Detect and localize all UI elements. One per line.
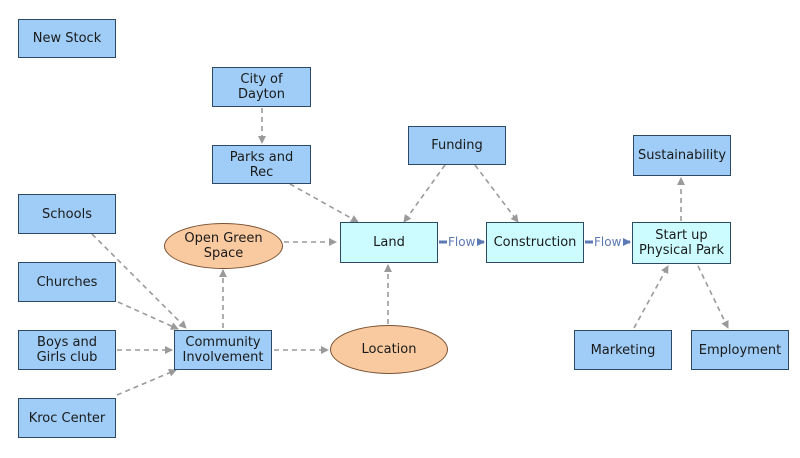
flow-label-construction-startup: Flow (594, 235, 622, 249)
node-churches[interactable]: Churches (18, 262, 116, 302)
node-new-stock[interactable]: New Stock (18, 19, 116, 58)
node-boys-and-girls-club[interactable]: Boys and Girls club (18, 330, 116, 370)
connector-funding-to-construction (474, 164, 519, 223)
node-start-up-physical-park[interactable]: Start up Physical Park (632, 222, 731, 264)
node-location[interactable]: Location (330, 325, 448, 374)
connector-funding-to-land (403, 164, 446, 223)
node-sustainability[interactable]: Sustainability (633, 135, 731, 176)
node-city-of-dayton[interactable]: City of Dayton (212, 67, 311, 107)
connector-marketing-to-startup (633, 265, 669, 329)
node-kroc-center[interactable]: Kroc Center (18, 398, 116, 438)
node-land[interactable]: Land (340, 222, 438, 263)
node-employment[interactable]: Employment (691, 330, 789, 370)
node-funding[interactable]: Funding (408, 126, 506, 165)
node-marketing[interactable]: Marketing (574, 330, 672, 370)
connector-kroc-to-community (116, 369, 177, 396)
node-construction[interactable]: Construction (486, 222, 584, 263)
connector-startup-to-employment (697, 265, 729, 329)
node-schools[interactable]: Schools (18, 194, 116, 234)
connector-schools-to-community (91, 233, 187, 329)
flow-label-land-construction: Flow (448, 235, 476, 249)
node-open-green-space[interactable]: Open Green Space (164, 223, 283, 269)
node-community-involvement[interactable]: Community Involvement (174, 330, 272, 370)
node-parks-and-rec[interactable]: Parks and Rec (212, 145, 311, 184)
connector-parks-to-land (289, 183, 359, 223)
connector-churches-to-community (117, 301, 179, 330)
